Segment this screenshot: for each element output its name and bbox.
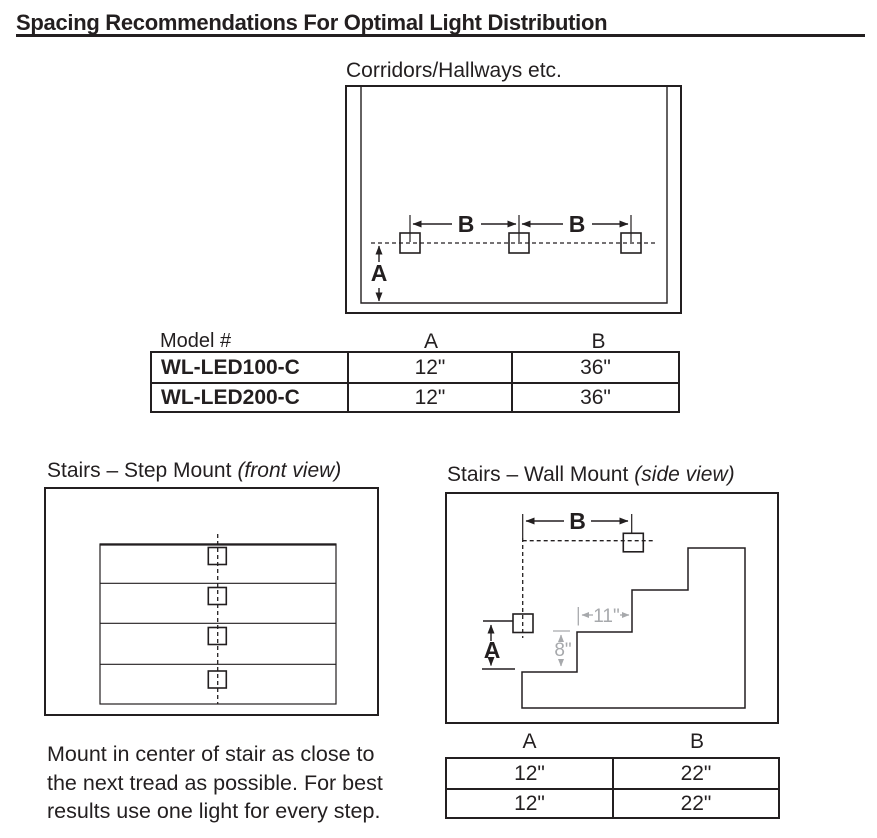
light-fixture-square [399,232,421,254]
light-fixture-square [207,586,228,606]
corridor-outer-wall [345,85,682,314]
wall-mount-view-note: (side view) [634,463,735,486]
light-fixture-square [620,232,642,254]
dim-label-b1: B [458,211,475,237]
table2-b-header: B [689,730,704,753]
step-diagram-frame [44,487,379,716]
step-mount-section-heading: Stairs – Step Mount(front view) [47,459,341,483]
corridor-diagram: B B A [345,85,682,314]
table-cell-model: WL-LED100-C [161,355,300,379]
step-mount-note: Mount in center of stair as close to the… [47,740,383,826]
dim-label-b2: B [569,211,586,237]
corridor-section-heading: Corridors/Hallways etc. [346,59,562,82]
page-title: Spacing Recommendations For Optimal Ligh… [16,10,608,35]
stair-side-profile [521,547,746,709]
table-cell-a: 12" [514,761,545,785]
dim-label-a: A [371,260,388,286]
step-mount-view-note: (front view) [237,459,342,482]
table-cell-a: 12" [347,353,511,382]
wall-mount-spacing-table: 12" 22" 12" 22" [445,757,780,819]
table1-a-header: A [423,330,438,353]
dim-label-a: A [484,637,501,663]
dim-label-riser-height: 8" [554,640,571,661]
wall-diagram-frame [445,492,779,724]
wall-mount-diagram: B A 11" 8" [445,492,779,724]
table-cell-b: 36" [511,353,678,382]
wall-mount-heading-text: Stairs – Wall Mount [447,463,629,486]
table-cell-b: 22" [612,788,778,817]
note-line-1: Mount in center of stair as close to [47,742,375,766]
light-fixture-square [207,626,228,646]
stair-front-outline [99,543,337,705]
dim-label-tread-depth: 11" [593,606,619,627]
table-cell-model: WL-LED200-C [152,382,347,411]
title-divider [16,34,865,37]
dim-label-b: B [569,508,586,534]
table-cell-b: 36" [511,382,678,411]
light-fixture-square [207,670,228,689]
corridor-spacing-table: WL-LED100-C 12" 36" WL-LED200-C 12" 36" [150,351,680,413]
table-cell-b: 22" [612,759,778,788]
note-line-2: the next tread as possible. For best [47,770,383,795]
table-cell-a: 12" [347,382,511,411]
table-cell-a: 12" [447,788,612,817]
light-fixture-square [512,613,534,634]
step-mount-diagram [44,487,379,716]
light-fixture-square [508,232,530,254]
step-mount-heading-text: Stairs – Step Mount [47,459,232,482]
wall-mount-section-heading: Stairs – Wall Mount(side view) [447,463,735,487]
light-fixture-square [622,532,645,553]
corridor-inner-wall [360,86,668,304]
table1-b-header: B [591,330,606,353]
table2-a-header: A [522,730,537,753]
light-fixture-square [207,546,228,566]
table1-model-header: Model # [160,330,232,352]
note-line-3: results use one light for every step. [47,799,381,823]
